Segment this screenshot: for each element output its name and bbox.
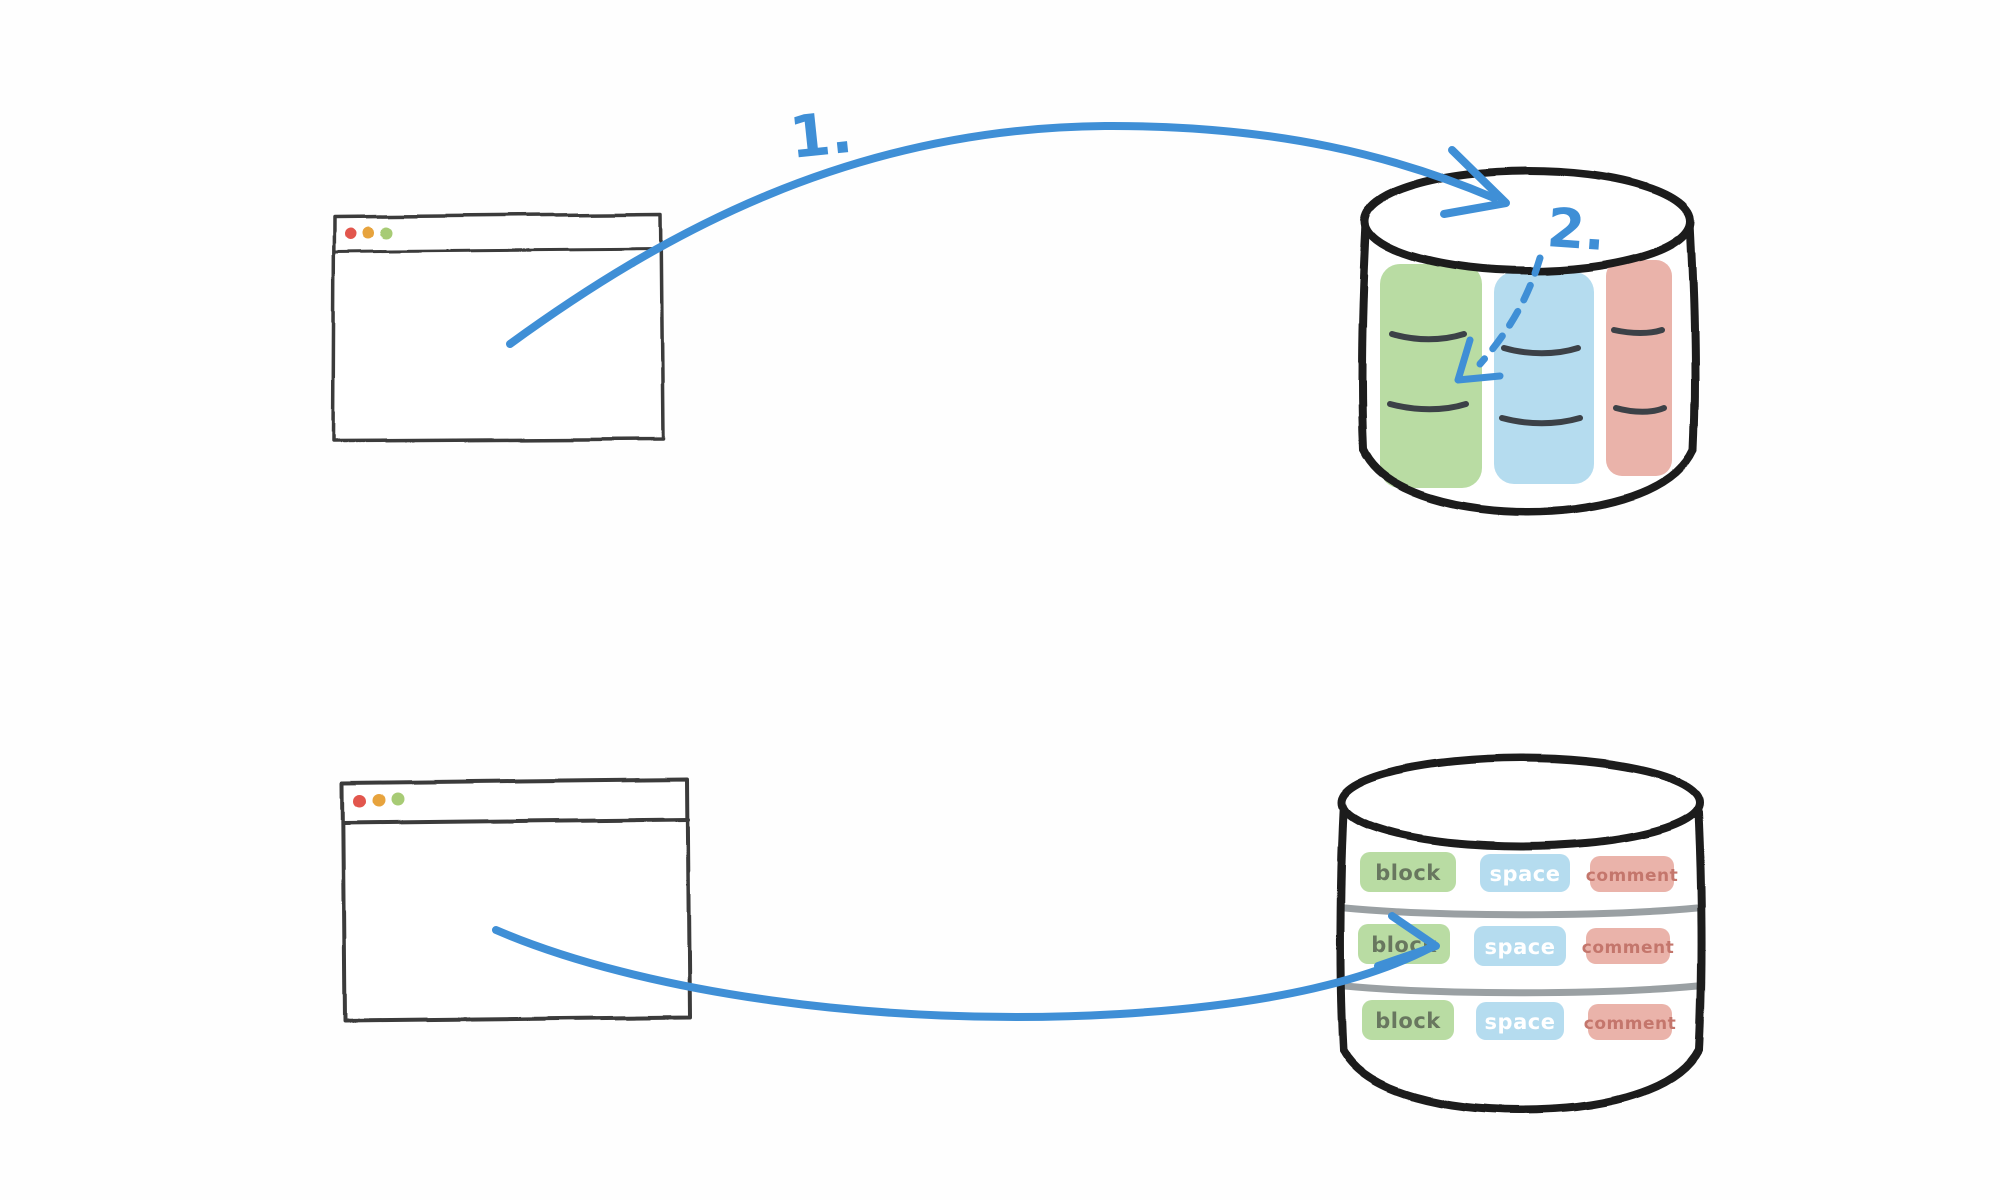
arrow-step-2-dashed [1454,254,1544,384]
chip-block [1360,852,1456,892]
row-divider [1341,904,1701,919]
arrow-2-head [1454,336,1504,384]
data-dash [1611,327,1665,336]
data-dash [1499,415,1583,427]
cylinder-right-edge [1694,798,1706,1054]
data-dash [1501,345,1581,357]
chip-comment [1586,928,1670,964]
column-data-dashes [1387,327,1667,427]
window-dot-green [381,227,393,239]
chip-comment-label: comment [1584,1014,1676,1034]
cylinder-left-edge [1357,218,1370,454]
arrow-1-head [1440,146,1510,218]
data-dash [1387,401,1469,413]
chip-comment-label: comment [1586,866,1678,886]
browser-window-bottom [341,777,692,1023]
window-dot-yellow [363,227,375,239]
chip-space-label: space [1485,935,1556,959]
chip-comment-label: comment [1582,938,1674,958]
cylinder-outline [1357,167,1699,517]
chip-block-label: block [1375,1009,1441,1033]
chip-comment [1588,1004,1672,1040]
db-row-1: block space comment [1360,852,1678,892]
window-dot-red [345,228,357,240]
database-cylinder-rows: block space comment block space comment … [1336,754,1706,1115]
cylinder-top-ellipse [1361,167,1695,275]
cylinder-bottom-arc [1339,1046,1703,1115]
bottom-scene: block space comment block space comment … [341,754,1706,1115]
cylinder-bottom-arc [1359,446,1697,517]
chip-comment [1590,856,1674,892]
chip-space [1474,926,1566,966]
window-frame [331,212,665,443]
chip-space-label: space [1485,1010,1556,1034]
top-scene: 1. 2. [331,98,1699,517]
arrow-1-line [506,121,1498,348]
db-row-3: block space comment [1362,1000,1676,1040]
window-frame [341,777,692,1023]
step-2-label: 2. [1545,196,1607,263]
column-segment-blue [1494,272,1594,484]
chip-space-label: space [1490,862,1561,886]
chip-space [1480,854,1570,892]
window-dot-red [354,794,368,808]
data-dash [1389,331,1467,343]
arrow-2-line [1476,254,1544,368]
arrow-bottom-line [492,926,1434,1021]
chip-block [1362,1000,1454,1040]
column-segment-green [1380,264,1482,488]
window-titlebar-divider [342,817,691,825]
chip-space [1476,1002,1564,1040]
cylinder-left-edge [1336,798,1348,1054]
database-cylinder-columns [1357,167,1699,517]
window-dot-green [392,792,406,806]
browser-window-top [331,212,665,443]
step-1-label: 1. [786,98,855,172]
window-dot-yellow [373,793,387,807]
db-row-2: block space comment [1358,924,1674,966]
data-dash [1613,405,1667,415]
chip-block-label: block [1375,861,1441,885]
arrow-step-1 [506,121,1510,348]
row-divider [1341,982,1701,997]
cylinder-outline [1336,754,1706,1115]
arrow-bottom-head [1374,912,1440,970]
window-titlebar-divider [332,247,664,254]
cylinder-top-ellipse [1338,754,1704,850]
column-segment-pink [1606,260,1672,476]
cylinder-right-edge [1686,218,1699,454]
arrow-bottom [492,912,1440,1021]
